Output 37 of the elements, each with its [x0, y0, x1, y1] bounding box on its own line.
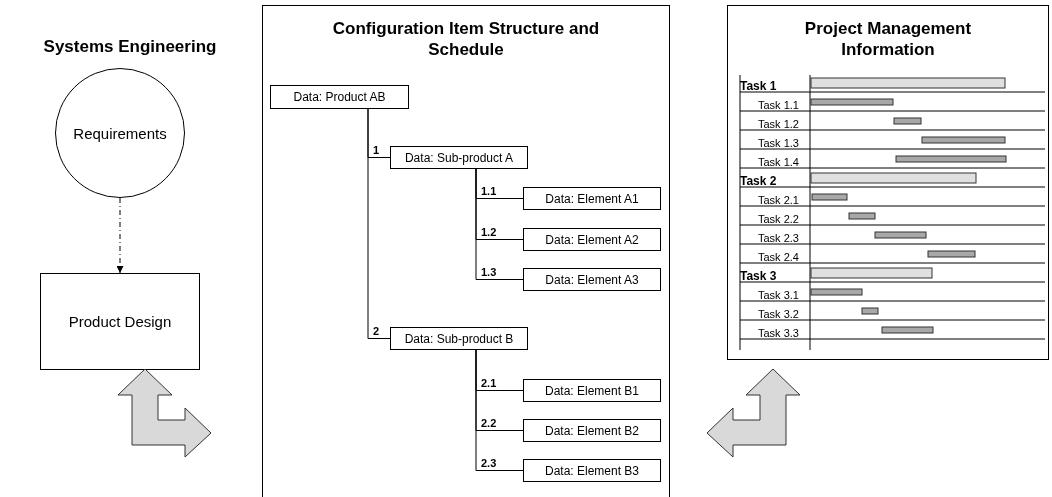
column-heading: Systems Engineering [42, 37, 218, 57]
task-name: Task 1.2 [758, 118, 799, 130]
edge-label: 2 [373, 324, 380, 337]
task-name: Task 2 [740, 175, 777, 187]
task-name: Task 1.3 [758, 137, 799, 149]
task-name: Task 2.4 [758, 251, 799, 263]
process-box: Data: Sub-product B [390, 327, 528, 350]
double-block-arrow [706, 368, 801, 458]
process-box: Product Design [40, 273, 200, 370]
process-box: Data: Element B1 [523, 379, 661, 402]
task-name: Task 2.1 [758, 194, 799, 206]
task-name: Task 1 [740, 80, 777, 92]
process-box: Data: Sub-product A [390, 146, 528, 169]
task-name: Task 2.2 [758, 213, 799, 225]
tree-connector [475, 349, 524, 471]
task-name: Task 1.1 [758, 99, 799, 111]
arrow [116, 197, 124, 274]
process-circle: Requirements [55, 68, 185, 198]
panel-title: Project Management Information [803, 18, 973, 60]
process-box: Data: Element A2 [523, 228, 661, 251]
edge-label: 1 [373, 143, 380, 156]
double-block-arrow [117, 368, 212, 458]
task-name: Task 3.3 [758, 327, 799, 339]
task-name: Task 1.4 [758, 156, 799, 168]
task-name: Task 2.3 [758, 232, 799, 244]
task-name: Task 3.2 [758, 308, 799, 320]
process-box: Data: Product AB [270, 85, 409, 109]
tree-connector [475, 168, 524, 280]
panel-title: Configuration Item Structure and Schedule [331, 18, 601, 60]
process-box: Data: Element A1 [523, 187, 661, 210]
tree-connector [367, 108, 391, 339]
process-box: Data: Element B3 [523, 459, 661, 482]
process-box: Data: Element B2 [523, 419, 661, 442]
task-name: Task 3.1 [758, 289, 799, 301]
panel [262, 5, 670, 497]
process-box: Data: Element A3 [523, 268, 661, 291]
task-name: Task 3 [740, 270, 777, 282]
